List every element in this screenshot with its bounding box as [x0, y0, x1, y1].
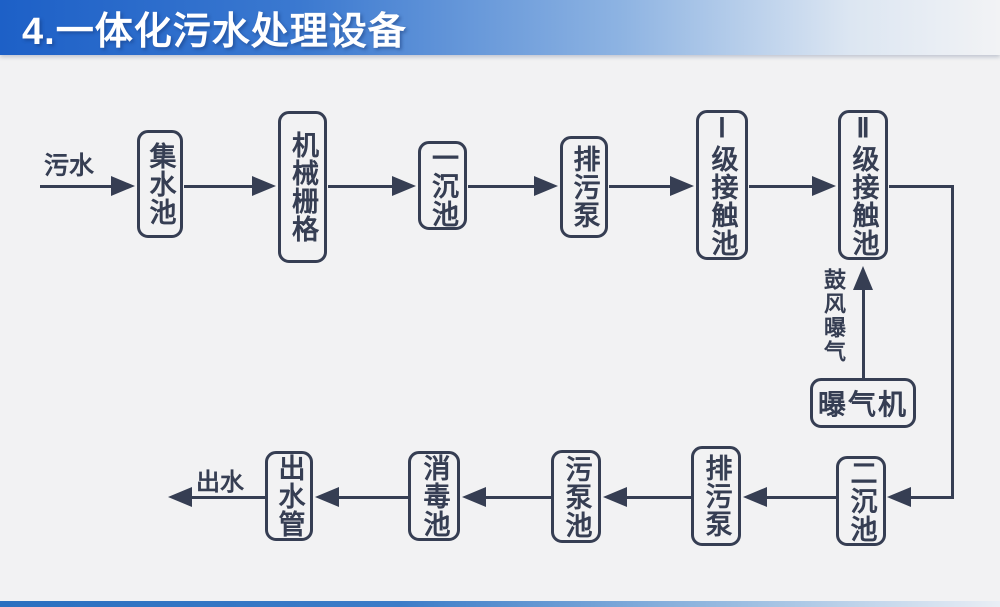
aeration-label: 鼓风曝气 — [821, 268, 846, 364]
node-sewage-pump-tank: 污泵池 — [551, 450, 601, 543]
arrow-line-outflow — [189, 496, 265, 499]
page-title: 4.一体化污水处理设备 — [22, 11, 407, 53]
elbow-line-right — [951, 185, 954, 499]
arrowhead-grille-to-primary-sed — [392, 176, 416, 196]
node-sewage-pump-bottom-label: 排污泵 — [701, 454, 732, 538]
arrowhead-sludge-to-disinfection — [462, 487, 486, 507]
node-sewage-pump-top: 排污泵 — [560, 136, 608, 238]
arrowhead-level2-to-secondary-sed — [887, 487, 911, 507]
node-level1-contact-tank: Ⅰ级接触池 — [696, 110, 748, 260]
slide-title-banner: 4.一体化污水处理设备 — [0, 0, 1000, 55]
node-primary-sedimentation-label: 一沉池 — [428, 143, 458, 228]
node-outlet-pipe-label: 出水管 — [274, 454, 305, 538]
elbow-line-top — [889, 185, 954, 188]
arrowhead-level1-to-level2 — [812, 176, 836, 196]
node-collecting-tank: 集水池 — [137, 130, 183, 238]
node-mechanical-grille: 机械栅格 — [278, 111, 327, 263]
arrow-line-inflow — [40, 185, 113, 188]
arrowhead-pump-to-sludge-tank — [603, 487, 627, 507]
arrow-line-sludge-to-disinfection — [483, 496, 551, 499]
arrow-line-primary-sed-to-pump — [468, 185, 536, 188]
elbow-line-bottom — [907, 496, 954, 499]
arrow-line-pump-to-level1 — [609, 185, 672, 188]
node-mechanical-grille-label: 机械栅格 — [288, 131, 318, 243]
arrowhead-primary-sed-to-pump — [534, 176, 558, 196]
arrowhead-pump-to-level1 — [670, 176, 694, 196]
arrowhead-disinfection-to-outlet — [315, 487, 339, 507]
node-sewage-pump-top-label: 排污泵 — [569, 145, 600, 229]
node-collecting-tank-label: 集水池 — [145, 142, 176, 226]
arrow-line-grille-to-primary-sed — [328, 185, 394, 188]
arrow-line-aerator-to-level2 — [862, 288, 865, 378]
arrow-line-level1-to-level2 — [749, 185, 814, 188]
arrow-line-disinfection-to-outlet — [336, 496, 408, 499]
outflow-label: 出水 — [196, 469, 244, 496]
node-aerator-label: 曝气机 — [817, 389, 908, 420]
node-outlet-pipe: 出水管 — [265, 451, 313, 541]
footer-accent-bar — [0, 601, 1000, 607]
arrow-line-secondary-sed-to-pump — [764, 496, 836, 499]
node-disinfection-tank: 消毒池 — [408, 451, 460, 541]
node-aerator: 曝气机 — [810, 378, 916, 428]
arrowhead-aerator-to-level2 — [853, 266, 873, 290]
arrowhead-secondary-sed-to-pump — [743, 487, 767, 507]
node-sewage-pump-bottom: 排污泵 — [691, 446, 741, 546]
node-disinfection-tank-label: 消毒池 — [419, 454, 450, 538]
arrowhead-inflow-to-collecting-tank — [111, 176, 135, 196]
arrow-line-pump-to-sludge-tank — [624, 496, 691, 499]
node-secondary-sedimentation-tank: 二沉池 — [836, 456, 886, 546]
arrowhead-outflow — [168, 487, 192, 507]
node-sewage-pump-tank-label: 污泵池 — [561, 454, 592, 539]
inflow-label: 污水 — [44, 152, 95, 180]
node-level1-contact-tank-label: Ⅰ级接触池 — [707, 113, 738, 257]
arrowhead-collecting-to-grille — [252, 176, 276, 196]
node-level2-contact-tank: Ⅱ级接触池 — [838, 110, 888, 260]
node-primary-sedimentation-tank: 一沉池 — [418, 141, 467, 230]
node-level2-contact-tank-label: Ⅱ级接触池 — [848, 113, 879, 257]
arrow-line-collecting-to-grille — [184, 185, 254, 188]
node-secondary-sedimentation-label: 二沉池 — [846, 459, 877, 543]
